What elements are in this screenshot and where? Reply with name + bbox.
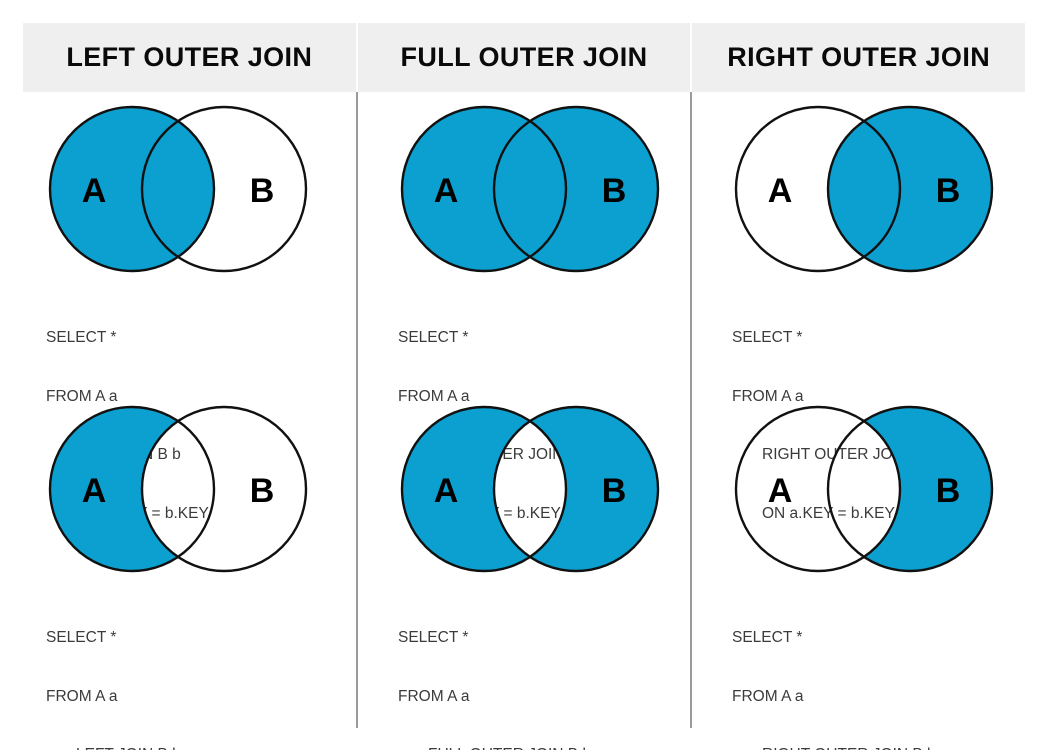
venn-label-a: A — [434, 472, 459, 510]
joins-grid: A B SELECT * FROM A a LEFT JOIN B b ON a… — [0, 95, 1046, 750]
venn-left-outer-join: A B — [46, 103, 310, 275]
venn-full-outer-join: A B — [398, 103, 662, 275]
sql-block-right-outer-join-excluding: SELECT * FROM A a RIGHT OUTER JOIN B b O… — [732, 589, 1046, 750]
sql-line: SELECT * — [398, 629, 469, 646]
venn-region-a-only-fill — [46, 403, 310, 575]
venn-circle-a-outline — [48, 405, 216, 573]
venn-circle-b-outline — [140, 405, 308, 573]
sql-line: SELECT * — [46, 629, 117, 646]
venn-label-b: B — [250, 472, 275, 510]
sql-line: FROM A a — [398, 387, 470, 405]
sql-line: FROM A a — [46, 687, 118, 705]
venn-circle-b-outline — [826, 405, 994, 573]
sql-line: FROM A a — [398, 687, 470, 705]
venn-right-outer-join-excluding: A B — [732, 403, 996, 575]
venn-label-a: A — [768, 472, 793, 510]
cell-full-outer-join: A B SELECT * FROM A a FULL OUTER JOIN B … — [356, 95, 690, 522]
sql-line: RIGHT OUTER JOIN B b — [732, 745, 1046, 750]
venn-label-b: B — [602, 172, 627, 210]
venn-intersection-fill — [828, 107, 900, 271]
venn-circle-b-outline — [826, 105, 994, 273]
sql-block-left-outer-join-excluding: SELECT * FROM A a LEFT JOIN B b ON a.KEY… — [46, 589, 356, 750]
venn-label-b: B — [936, 172, 961, 210]
sql-line: FROM A a — [46, 387, 118, 405]
venn-circle-a-outline — [734, 405, 902, 573]
venn-circle-a-outline — [400, 105, 568, 273]
header-right-outer-join: RIGHT OUTER JOIN — [727, 42, 991, 72]
venn-circle-b-outline — [492, 405, 660, 573]
cell-right-outer-join: A B SELECT * FROM A a RIGHT OUTER JOIN B… — [690, 95, 1046, 522]
venn-intersection-fill — [142, 107, 214, 271]
venn-label-a: A — [82, 172, 107, 210]
sql-line: FULL OUTER JOIN B b — [398, 745, 690, 750]
venn-label-b: B — [250, 172, 275, 210]
venn-label-b: B — [936, 472, 961, 510]
venn-full-outer-join-excluding: A B — [398, 403, 662, 575]
cell-right-outer-join-excluding: A B SELECT * FROM A a RIGHT OUTER JOIN B… — [690, 395, 1046, 750]
cell-full-outer-join-excluding: A B SELECT * FROM A a FULL OUTER JOIN B … — [356, 395, 690, 750]
column-divider-right — [690, 23, 692, 728]
header-band: LEFT OUTER JOIN FULL OUTER JOIN RIGHT OU… — [23, 23, 1025, 92]
venn-label-a: A — [82, 472, 107, 510]
column-divider-left — [356, 23, 358, 728]
sql-line: SELECT * — [398, 329, 469, 346]
venn-region-b-only-fill — [732, 403, 996, 575]
venn-circle-a-outline — [400, 405, 568, 573]
venn-label-a: A — [768, 172, 793, 210]
venn-circle-a-outline — [48, 105, 216, 273]
sql-block-full-outer-join-excluding: SELECT * FROM A a FULL OUTER JOIN B b ON… — [398, 589, 690, 750]
cell-left-outer-join-excluding: A B SELECT * FROM A a LEFT JOIN B b ON a… — [0, 395, 356, 750]
venn-label-a: A — [434, 172, 459, 210]
venn-circle-b-fill — [494, 107, 658, 271]
sql-line: SELECT * — [732, 629, 803, 646]
venn-circle-b-outline — [492, 105, 660, 273]
header-full-outer-join: FULL OUTER JOIN — [400, 42, 648, 72]
venn-label-b: B — [602, 472, 627, 510]
venn-circle-a-outline — [734, 105, 902, 273]
cell-left-outer-join: A B SELECT * FROM A a LEFT JOIN B b ON a… — [0, 95, 356, 522]
venn-left-outer-join-excluding: A B — [46, 403, 310, 575]
sql-line: FROM A a — [732, 687, 804, 705]
venn-right-outer-join: A B — [732, 103, 996, 275]
venn-region-b-only-fill — [398, 403, 662, 575]
sql-line: FROM A a — [732, 387, 804, 405]
sql-line: SELECT * — [46, 329, 117, 346]
sql-line: LEFT JOIN B b — [46, 745, 356, 750]
header-left-outer-join: LEFT OUTER JOIN — [66, 42, 313, 72]
venn-circle-b-outline — [140, 105, 308, 273]
sql-line: SELECT * — [732, 329, 803, 346]
